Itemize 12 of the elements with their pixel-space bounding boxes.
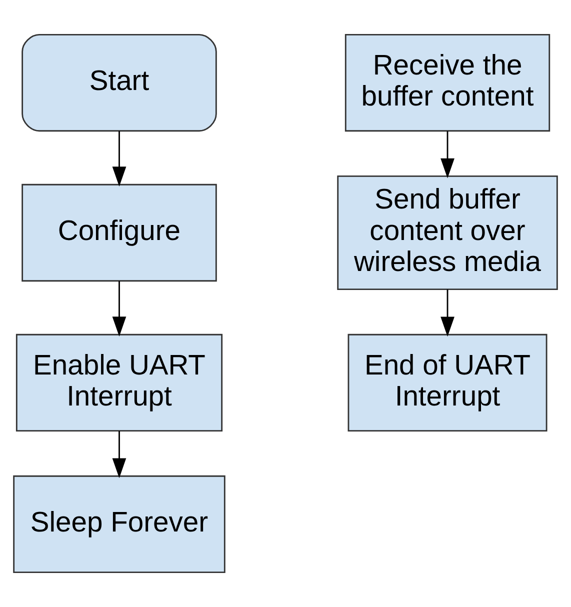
node-box: End of UART Interrupt xyxy=(348,334,548,432)
arrow xyxy=(112,431,126,478)
node-box: Receive the buffer content xyxy=(344,34,550,132)
node-box: Configure xyxy=(22,184,217,282)
node-box: Start xyxy=(22,34,217,132)
node-box: Sleep Forever xyxy=(13,475,226,574)
arrow xyxy=(440,131,454,178)
node-box: Enable UART Interrupt xyxy=(16,334,223,432)
node-box: Send buffer content over wireless media xyxy=(337,175,558,290)
arrow xyxy=(440,289,454,337)
arrow xyxy=(112,131,126,186)
arrow xyxy=(112,281,126,336)
